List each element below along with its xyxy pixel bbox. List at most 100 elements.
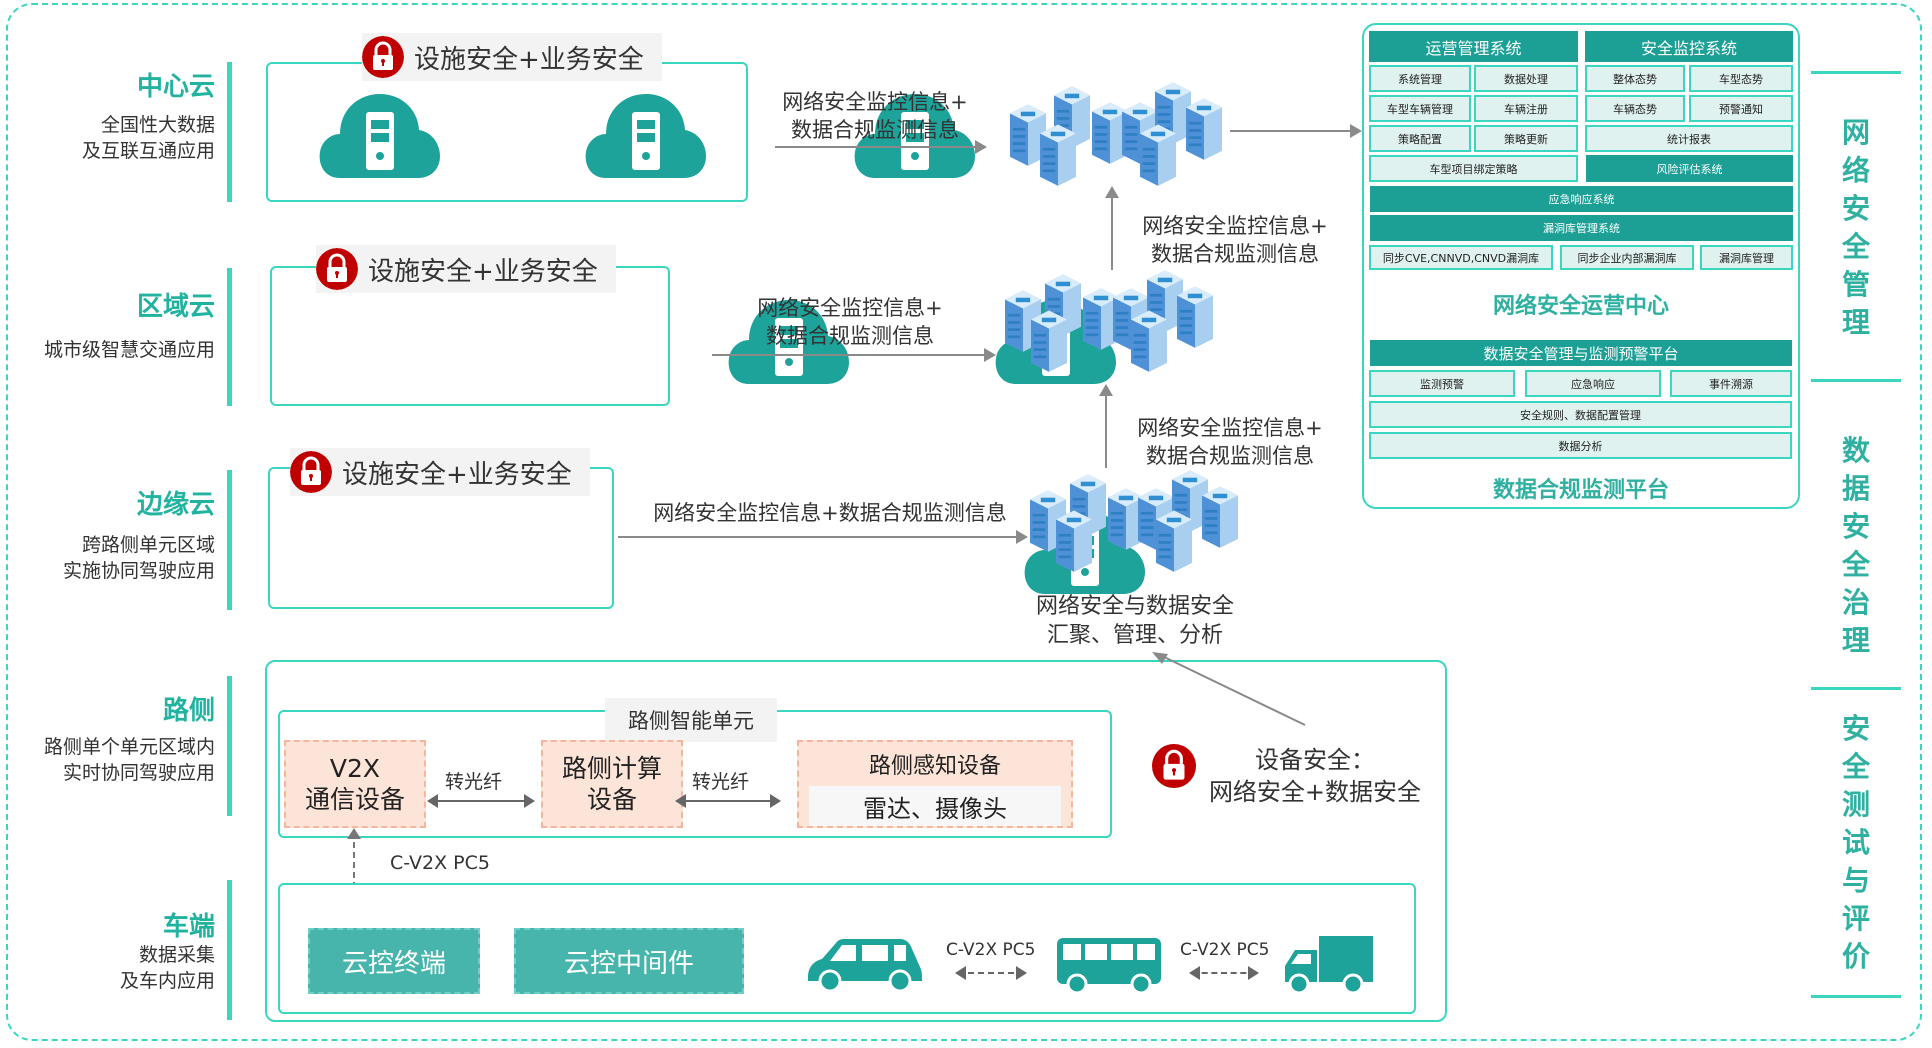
bus-icon bbox=[1057, 938, 1161, 994]
level-desc-edge-cloud: 跨路侧单元区域 实施协同驾驶应用 bbox=[20, 532, 215, 584]
aggregation-line: 网络安全与数据安全 bbox=[1035, 594, 1234, 619]
cell-statistics-report: 统计报表 bbox=[1585, 125, 1793, 152]
roadside-sensing-device: 路侧感知设备 雷达、摄像头 bbox=[797, 740, 1073, 828]
level-desc-vehicle: 数据采集 及车内应用 bbox=[20, 942, 215, 994]
server-cluster-edge bbox=[1030, 468, 1250, 588]
level-divider bbox=[227, 676, 232, 816]
arrow-edge-hub-to-region-hub bbox=[1099, 384, 1113, 468]
compliance-platform-title: 数据合规监测平台 bbox=[1492, 478, 1669, 503]
flow-line: 数据合规监测信息 bbox=[791, 118, 959, 142]
link-label-fiber-2: 转光纤 bbox=[692, 771, 750, 793]
cell-rules-config-mgmt: 安全规则、数据配置管理 bbox=[1369, 401, 1792, 428]
desc-line: 全国性大数据 bbox=[100, 114, 215, 136]
server-icon bbox=[1156, 510, 1192, 574]
flow-label-edge: 网络安全监控信息+数据合规监测信息 bbox=[653, 501, 1007, 525]
desc-line: 数据采集 bbox=[138, 944, 215, 966]
lock-icon bbox=[290, 451, 332, 493]
data-security-platform-header: 数据安全管理与监测预警平台 bbox=[1370, 340, 1792, 366]
server-icon bbox=[1131, 310, 1167, 374]
device-line: V2X bbox=[329, 754, 381, 783]
desc-line: 跨路侧单元区域 bbox=[81, 534, 215, 556]
aggregation-label: 网络安全与数据安全 汇聚、管理、分析 bbox=[1010, 592, 1260, 650]
car-icon bbox=[808, 939, 922, 991]
pc5-vertical-label: C-V2X PC5 bbox=[380, 852, 500, 874]
device-line: 通信设备 bbox=[304, 785, 405, 814]
cell-data-analysis: 数据分析 bbox=[1369, 432, 1792, 459]
side-divider bbox=[1811, 995, 1901, 998]
server-icon bbox=[1056, 510, 1092, 574]
cell-vehicle-registration: 车辆注册 bbox=[1474, 95, 1578, 122]
flow-line: 网络安全监控信息+ bbox=[757, 296, 943, 320]
cloud-server-icon bbox=[584, 90, 708, 180]
arrow-hub-to-platform bbox=[1230, 124, 1362, 138]
level-title-edge-cloud: 边缘云 bbox=[136, 490, 215, 520]
badge-text: 设施安全+业务安全 bbox=[342, 459, 572, 490]
cell-model-project-binding: 车型项目绑定策略 bbox=[1369, 155, 1578, 182]
level-desc-roadside: 路侧单个单元区域内 实时协同驾驶应用 bbox=[10, 734, 215, 786]
pc5-link-2 bbox=[1189, 966, 1259, 980]
device-security-label: 设备安全： 网络安全+数据安全 bbox=[1195, 744, 1435, 808]
side-divider bbox=[1811, 687, 1901, 690]
cell-policy-config: 策略配置 bbox=[1369, 125, 1471, 152]
flow-label-up-lower: 网络安全监控信息+ 数据合规监测信息 bbox=[1115, 414, 1345, 470]
security-badge-center: 设施安全+业务安全 bbox=[362, 33, 662, 81]
server-icon bbox=[1031, 310, 1067, 374]
side-divider bbox=[1811, 379, 1901, 382]
aggregation-line: 汇聚、管理、分析 bbox=[1046, 623, 1223, 648]
desc-line: 实施协同驾驶应用 bbox=[62, 560, 215, 582]
flow-label-region: 网络安全监控信息+ 数据合规监测信息 bbox=[735, 294, 965, 350]
arrow-region-hub-to-center-hub bbox=[1105, 186, 1119, 270]
side-label-network-security-mgmt: 网络安全管理 bbox=[1841, 116, 1870, 339]
ops-system-header: 运营管理系统 bbox=[1369, 31, 1578, 62]
level-title-center-cloud: 中心云 bbox=[136, 72, 215, 102]
cell-alert-notice: 预警通知 bbox=[1689, 95, 1793, 122]
desc-line: 及互联互通应用 bbox=[81, 140, 215, 162]
pc5-label-2: C-V2X PC5 bbox=[1180, 940, 1270, 960]
lock-icon bbox=[1152, 744, 1196, 788]
risk-assessment-system: 风险评估系统 bbox=[1586, 155, 1793, 182]
level-desc-center-cloud: 全国性大数据 及互联互通应用 bbox=[20, 112, 215, 164]
lock-icon bbox=[362, 36, 404, 78]
server-icon bbox=[1202, 486, 1238, 550]
vulnerability-db-system: 漏洞库管理系统 bbox=[1370, 215, 1793, 241]
side-label-security-testing: 安全测试与评价 bbox=[1841, 712, 1870, 973]
outer-dashed-frame bbox=[6, 3, 1922, 1041]
device-line: 路侧计算 bbox=[561, 754, 662, 783]
cell-policy-update: 策略更新 bbox=[1474, 125, 1578, 152]
security-badge-edge: 设施安全+业务安全 bbox=[290, 448, 590, 496]
cloud-control-middleware: 云控中间件 bbox=[514, 928, 744, 994]
level-divider bbox=[227, 880, 232, 1020]
level-title-vehicle: 车端 bbox=[162, 912, 215, 942]
flow-label-center: 网络安全监控信息+ 数据合规监测信息 bbox=[760, 88, 990, 144]
arrow-up-head bbox=[347, 828, 361, 839]
device-security-line: 设备安全： bbox=[1255, 746, 1375, 774]
side-label-data-security-governance: 数据安全治理 bbox=[1841, 434, 1870, 657]
v2x-device: V2X 通信设备 bbox=[284, 740, 426, 828]
truck-icon bbox=[1285, 936, 1373, 995]
cell-overall-situation: 整体态势 bbox=[1585, 65, 1685, 92]
flow-line: 网络安全监控信息+ bbox=[782, 90, 968, 114]
flow-line: 数据合规监测信息 bbox=[766, 324, 934, 348]
sensing-title: 路侧感知设备 bbox=[868, 754, 1001, 779]
bidirectional-arrow bbox=[427, 794, 535, 808]
flow-line: 网络安全监控信息+ bbox=[1142, 214, 1328, 238]
cell-vuln-db-mgmt: 漏洞库管理 bbox=[1700, 245, 1793, 270]
sensing-items: 雷达、摄像头 bbox=[809, 786, 1061, 826]
desc-line: 及车内应用 bbox=[119, 970, 215, 992]
roadside-unit-title: 路侧智能单元 bbox=[605, 698, 777, 742]
desc-line: 城市级智慧交通应用 bbox=[43, 339, 215, 361]
flow-label-up-upper: 网络安全监控信息+ 数据合规监测信息 bbox=[1120, 212, 1350, 268]
level-divider bbox=[227, 62, 232, 202]
monitoring-system-header: 安全监控系统 bbox=[1585, 31, 1793, 62]
cell-monitoring-alert: 监测预警 bbox=[1369, 370, 1515, 397]
cloud-control-terminal: 云控终端 bbox=[308, 928, 480, 994]
cloud-server-icon bbox=[318, 90, 442, 180]
cell-vehicle-situation: 车辆态势 bbox=[1585, 95, 1685, 122]
bidirectional-arrow bbox=[675, 794, 781, 808]
arrow-region-to-hub bbox=[712, 348, 996, 362]
level-divider bbox=[227, 268, 232, 406]
roadside-compute-device: 路侧计算 设备 bbox=[541, 740, 683, 828]
arrow-edge-to-hub bbox=[618, 530, 1028, 544]
emergency-response-system: 应急响应系统 bbox=[1370, 186, 1793, 212]
desc-line: 实时协同驾驶应用 bbox=[62, 762, 215, 784]
